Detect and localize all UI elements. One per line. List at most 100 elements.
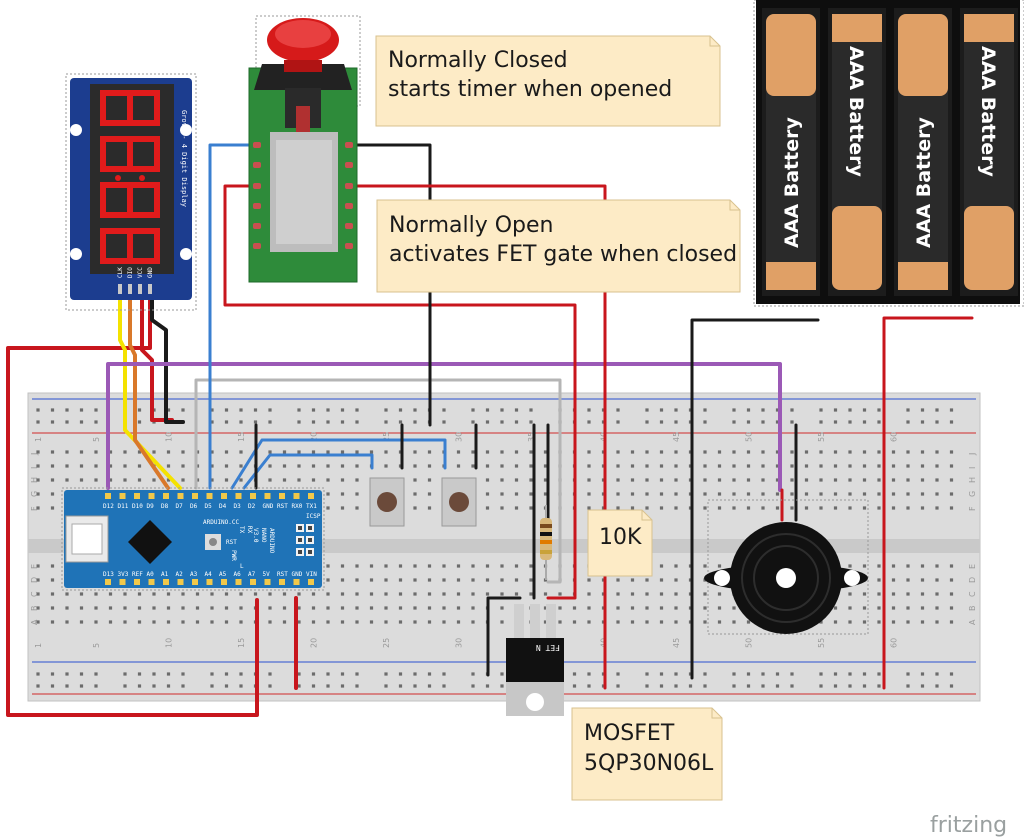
column-number: 1 (34, 643, 43, 648)
arduino-pin-label: D6 (190, 503, 198, 510)
arduino-pin-label: 3V3 (118, 571, 129, 578)
arduino-pin-label: D4 (219, 503, 227, 510)
arduino-model-3: V3.0 (252, 528, 259, 543)
mosfet: FET N (506, 604, 564, 716)
column-number: 60 (890, 638, 899, 648)
battery-label: AAA Battery (845, 46, 867, 177)
button-body (254, 64, 352, 90)
note-nc-line2: starts timer when opened (388, 77, 672, 102)
arduino-model-1: ARDUINO (268, 528, 275, 554)
wire-black-battery-neg (690, 318, 820, 680)
arduino-pin-label: A6 (234, 571, 242, 578)
column-number: 5 (92, 643, 101, 648)
arduino-pin-label: RST (277, 571, 288, 578)
wire-blue-d3 (230, 438, 447, 490)
mount-hole (180, 124, 192, 136)
arduino-pin-label: D9 (147, 503, 155, 510)
column-number: 50 (745, 432, 754, 442)
wire-orange-dio (128, 288, 170, 490)
row-letter: C (30, 591, 39, 597)
wire-red-5v-loop (6, 288, 259, 717)
wire-blue-nc (208, 143, 257, 490)
arduino-pin-label: RST (277, 503, 288, 510)
row-letter: C (968, 591, 977, 597)
arduino-pin-label: GND (263, 503, 274, 510)
arduino-pin-label: A2 (176, 571, 184, 578)
note-normally-open: Normally Open activates FET gate when cl… (376, 199, 741, 293)
display-pin-label: CLK (117, 267, 124, 278)
resistor-10k (540, 505, 552, 580)
arduino-pin-label: D10 (132, 503, 143, 510)
column-number: 30 (455, 638, 464, 648)
row-letter: F (30, 506, 39, 511)
column-number: 10 (165, 638, 174, 648)
push-button-2[interactable] (441, 477, 477, 527)
row-letter: J (968, 453, 977, 456)
note-mosfet-line2: 5QP30N06L (584, 751, 714, 776)
display-pin-label: VCC (137, 267, 144, 278)
row-letter: F (968, 506, 977, 511)
row-letter: B (30, 606, 39, 612)
arduino-pin-label: A1 (161, 571, 169, 578)
arduino-pin-label: D2 (248, 503, 256, 510)
arduino-pin-label: D12 (103, 503, 114, 510)
label-pwr: PWR (230, 550, 237, 561)
wire-red-battery-pos (882, 316, 974, 690)
mount-hole (180, 248, 192, 260)
fritzing-watermark: fritzing (930, 813, 1007, 838)
row-letter: D (968, 577, 977, 583)
push-button-1[interactable] (369, 477, 405, 527)
wire-grey-signal (194, 378, 562, 584)
column-number: 35 (527, 432, 536, 442)
switch-module (248, 15, 361, 283)
column-number: 60 (890, 432, 899, 442)
note-resistor: 10K (587, 509, 653, 577)
mcu-chip (128, 520, 172, 564)
battery-label: AAA Battery (781, 117, 803, 248)
column-number: 25 (382, 432, 391, 442)
column-number: 5 (92, 437, 101, 442)
column-number: 10 (165, 432, 174, 442)
wire-red-no (223, 184, 577, 600)
arduino-pin-label: D3 (234, 503, 242, 510)
arduino-pin-label: VIN (306, 571, 317, 578)
row-letter: H (30, 477, 39, 483)
note-nc-line1: Normally Closed (388, 48, 568, 73)
row-letter: J (30, 453, 39, 456)
column-number: 55 (817, 432, 826, 442)
row-letter: G (30, 491, 39, 497)
arduino-pin-label: A0 (147, 571, 155, 578)
arduino-pin-label: 5V (263, 571, 271, 578)
note-mosfet: MOSFET 5QP30N06L (571, 707, 723, 801)
wire-red-vcc (140, 288, 174, 422)
wire-purple-buzzer (106, 362, 782, 492)
wire-black-fet-drain (486, 596, 522, 677)
label-rst: RST (226, 539, 237, 546)
switch-pads (253, 142, 353, 249)
column-number: 20 (310, 638, 319, 648)
row-letter: E (30, 564, 39, 569)
column-number: 20 (310, 432, 319, 442)
arduino-nano: ARDUINO.CC ARDUINO NANO V3.0 ICSP RST PW… (61, 487, 325, 591)
arduino-pin-label: A3 (190, 571, 198, 578)
seven-segment-digits (100, 90, 160, 264)
mount-hole (70, 248, 82, 260)
column-number: 45 (672, 638, 681, 648)
row-letter: E (968, 564, 977, 569)
arduino-pin-label: D11 (118, 503, 129, 510)
icsp-header (296, 524, 314, 556)
battery-label: AAA Battery (977, 46, 999, 177)
row-letter: G (968, 491, 977, 497)
column-number: 15 (237, 638, 246, 648)
label-tx: TX (238, 526, 245, 534)
row-letter: H (968, 477, 977, 483)
column-number: 45 (672, 432, 681, 442)
column-number: 55 (817, 638, 826, 648)
note-no-line1: Normally Open (389, 213, 553, 238)
